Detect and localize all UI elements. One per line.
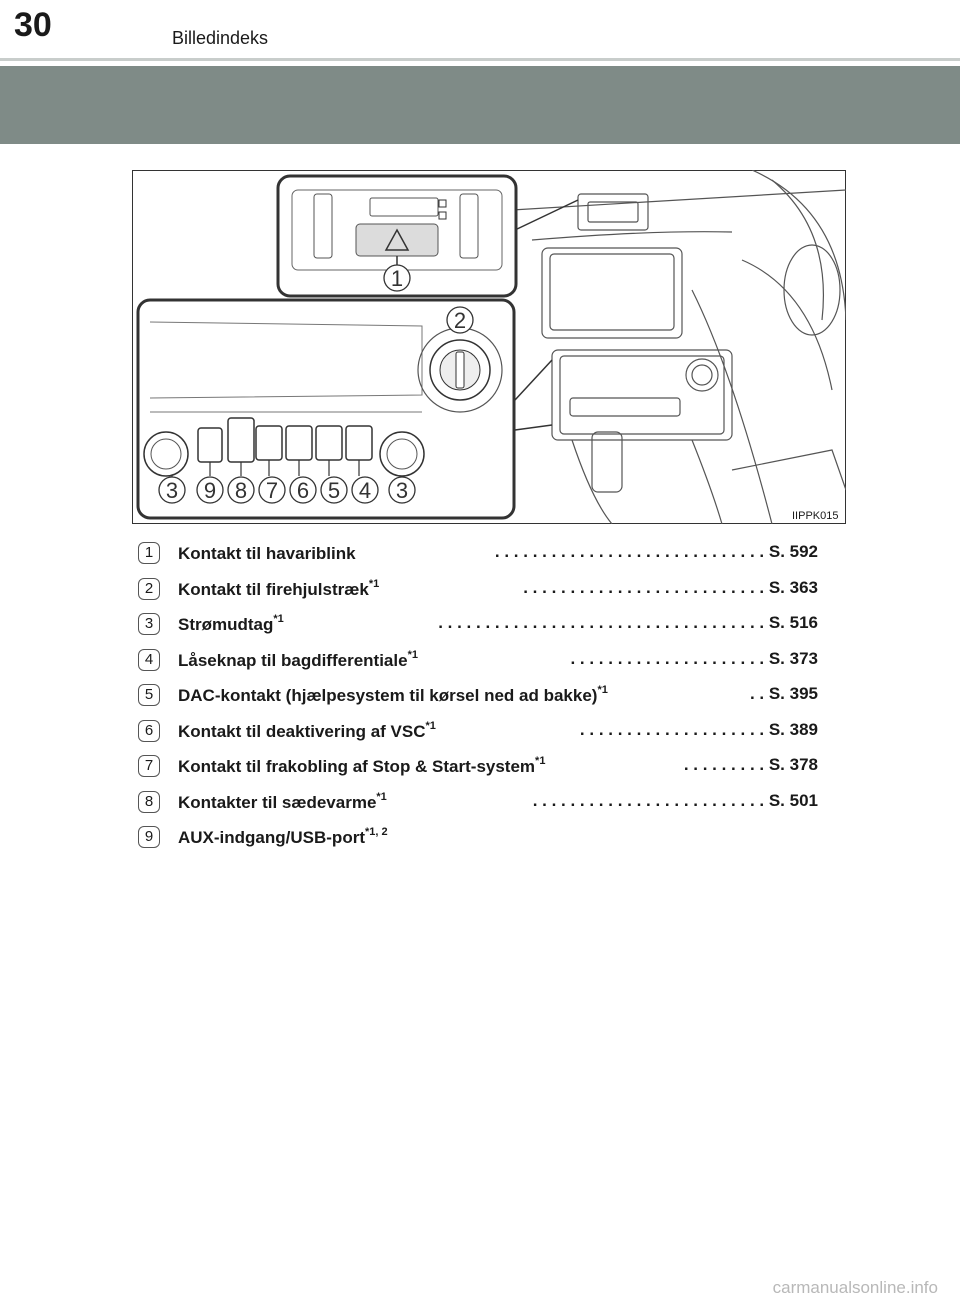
list-item: 7 Kontakt til frakobling af Stop & Start… xyxy=(138,751,818,787)
list-item: 4 Låseknap til bagdifferentiale*1 . . . … xyxy=(138,645,818,681)
page-ref: . . . . . . . . . . . . . . . . . . . . … xyxy=(532,790,818,810)
item-label: Strømudtag*1 xyxy=(178,613,284,634)
hazard-panel-inset xyxy=(276,174,518,298)
item-number: 3 xyxy=(138,613,160,635)
section-band xyxy=(0,66,960,144)
callout-3-right: 3 xyxy=(396,478,408,503)
list-item: 6 Kontakt til deaktivering af VSC*1 . . … xyxy=(138,716,818,752)
index-list: 1 Kontakt til havariblink . . . . . . . … xyxy=(138,538,818,858)
callout-7: 7 xyxy=(266,478,278,503)
list-item: 5 DAC-kontakt (hjælpesystem til kørsel n… xyxy=(138,680,818,716)
item-label: Kontakt til firehjulstræk*1 xyxy=(178,577,380,599)
item-number: 2 xyxy=(138,577,160,600)
item-label: Kontakt til havariblink xyxy=(178,544,356,563)
item-label: DAC-kontakt (hjælpesystem til kørsel ned… xyxy=(178,684,608,705)
page-ref: . . . . . . . . . . . . . . . . . . . . … xyxy=(438,613,818,632)
page-ref: . . . . . . . . . . . . . . . . . . . . … xyxy=(570,648,818,668)
callout-5: 5 xyxy=(328,478,340,503)
item-number: 7 xyxy=(138,755,160,777)
item-label: AUX-indgang/USB-port*1, 2 xyxy=(178,826,388,847)
switch-panel-inset xyxy=(136,298,516,520)
illustration-code: IIPPK015 xyxy=(792,510,839,522)
watermark: carmanualsonline.info xyxy=(772,1278,938,1297)
item-number: 4 xyxy=(138,648,160,671)
list-item: 1 Kontakt til havariblink . . . . . . . … xyxy=(138,538,818,574)
page-header: 30 Billedindeks xyxy=(0,0,960,62)
item-number: 1 xyxy=(138,542,160,564)
item-label: Låseknap til bagdifferentiale*1 xyxy=(178,648,418,670)
item-number: 5 xyxy=(138,684,160,706)
list-item: 2 Kontakt til firehjulstræk*1 . . . . . … xyxy=(138,574,818,610)
item-number: 8 xyxy=(138,790,160,813)
callout-3-left: 3 xyxy=(166,478,178,503)
list-item: 9 AUX-indgang/USB-port*1, 2 xyxy=(138,822,818,858)
page-ref: . . . . . . . . . . . . . . . . . . . . … xyxy=(523,577,818,597)
page-title: Billedindeks xyxy=(172,28,269,48)
callout-4: 4 xyxy=(359,478,371,503)
callout-6: 6 xyxy=(297,478,309,503)
dashboard-illustration: 1 2 3 9 8 7 6 5 4 3 xyxy=(132,170,846,524)
page-ref: . . . . . . . . . S. 378 xyxy=(683,755,818,774)
item-label: Kontakt til deaktivering af VSC*1 xyxy=(178,719,436,741)
item-number: 6 xyxy=(138,719,160,742)
callout-8: 8 xyxy=(235,478,247,503)
callout-1: 1 xyxy=(391,266,403,291)
list-item: 8 Kontakter til sædevarme*1 . . . . . . … xyxy=(138,787,818,823)
page-number: 30 xyxy=(14,6,52,44)
page-ref: . . . . . . . . . . . . . . . . . . . . … xyxy=(494,542,818,561)
callout-2: 2 xyxy=(454,308,466,333)
header-divider xyxy=(0,58,960,61)
item-number: 9 xyxy=(138,826,160,848)
callout-9: 9 xyxy=(204,478,216,503)
item-label: Kontakt til frakobling af Stop & Start-s… xyxy=(178,755,546,776)
list-item: 3 Strømudtag*1 . . . . . . . . . . . . .… xyxy=(138,609,818,645)
item-label: Kontakter til sædevarme*1 xyxy=(178,790,387,812)
page-ref: . . S. 395 xyxy=(749,684,818,703)
page-ref: . . . . . . . . . . . . . . . . . . . . … xyxy=(579,719,818,739)
